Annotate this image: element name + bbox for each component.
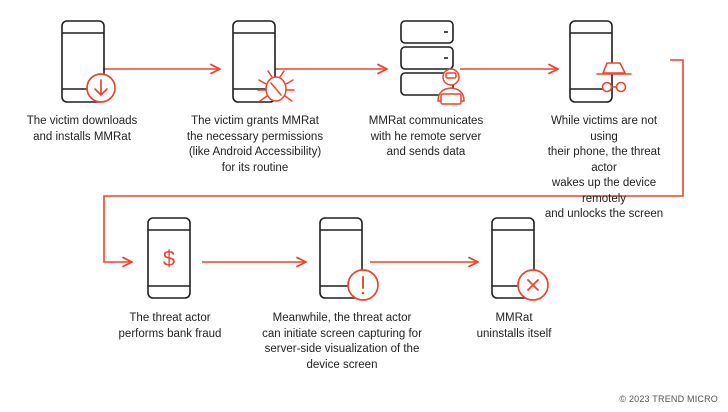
step-6-caption: Meanwhile, the threat actor can initiate… bbox=[262, 312, 422, 371]
connector-4-5 bbox=[103, 59, 684, 268]
step-1-graphic bbox=[61, 20, 116, 103]
step-6-graphic bbox=[319, 217, 379, 301]
step-2-caption: The victim grants MMRat the necessary pe… bbox=[186, 115, 324, 174]
download-arrow-icon bbox=[86, 73, 116, 103]
x-mark-circle-icon bbox=[517, 269, 549, 301]
phone-icon bbox=[147, 217, 191, 299]
copyright-notice: © 2023 TREND MICRO bbox=[619, 394, 718, 404]
step-5-caption: The threat actor performs bank fraud bbox=[118, 312, 222, 340]
step-3-caption: MMRat communicates with he remote server… bbox=[368, 115, 484, 158]
server-icon bbox=[400, 20, 454, 96]
connectors bbox=[103, 59, 684, 268]
phone-icon bbox=[569, 20, 613, 103]
step-7-graphic bbox=[491, 217, 549, 301]
step-3-graphic bbox=[400, 20, 465, 105]
exclamation-alert-icon bbox=[347, 269, 379, 301]
step-1-caption: The victim downloads and installs MMRat bbox=[26, 115, 138, 143]
step-7-caption: MMRat uninstalls itself bbox=[476, 312, 552, 340]
server-with-hacker-icon bbox=[437, 68, 465, 105]
dollar-sign-icon: $ bbox=[163, 246, 175, 271]
malware-bug-icon bbox=[257, 70, 295, 102]
step-2-graphic bbox=[232, 20, 295, 103]
threat-actor-spy-icon bbox=[596, 62, 632, 93]
step-5-graphic: $ bbox=[147, 217, 191, 299]
step-4-graphic bbox=[569, 20, 632, 103]
step-4-caption: While victims are not using their phone,… bbox=[544, 115, 664, 220]
